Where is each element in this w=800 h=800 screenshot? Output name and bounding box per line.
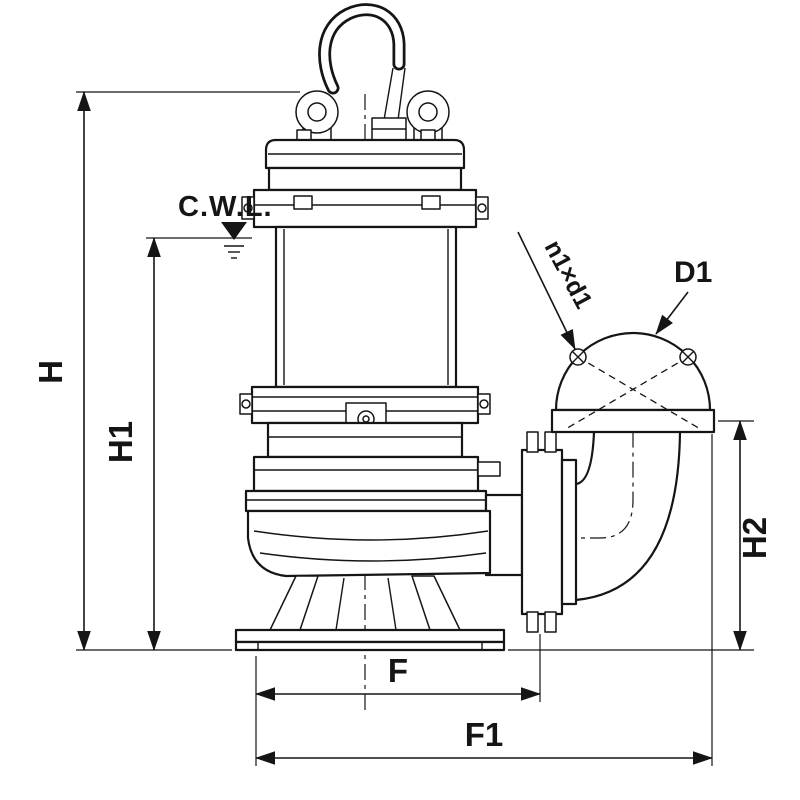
base-stand xyxy=(234,575,506,652)
label-f: F xyxy=(388,652,408,689)
leader-n1xd1 xyxy=(517,231,576,350)
label-cwl: C.W.L. xyxy=(178,191,273,223)
label-d1: D1 xyxy=(674,256,712,289)
discharge-flange xyxy=(520,431,578,633)
dimension-f xyxy=(255,634,541,766)
label-h: H xyxy=(32,360,69,384)
discharge-elbow xyxy=(575,431,682,602)
volute xyxy=(246,493,524,578)
leader-d1 xyxy=(655,291,689,335)
motor-housing xyxy=(241,129,489,389)
dimension-h1 xyxy=(146,237,252,651)
label-f1: F1 xyxy=(465,716,504,753)
dimension-f1 xyxy=(255,434,713,766)
dimension-h2 xyxy=(508,420,754,651)
clamp-band xyxy=(239,385,491,428)
lifting-hook xyxy=(318,3,406,95)
label-h2: H2 xyxy=(736,517,773,559)
outlet-flange xyxy=(550,331,716,434)
pump-casing xyxy=(244,421,501,513)
label-h1: H1 xyxy=(102,421,139,463)
water-level-symbol xyxy=(221,222,247,259)
label-n1xd1: n1×d1 xyxy=(539,236,598,314)
power-cable xyxy=(371,67,407,145)
bolt-hole-markers xyxy=(569,348,697,366)
